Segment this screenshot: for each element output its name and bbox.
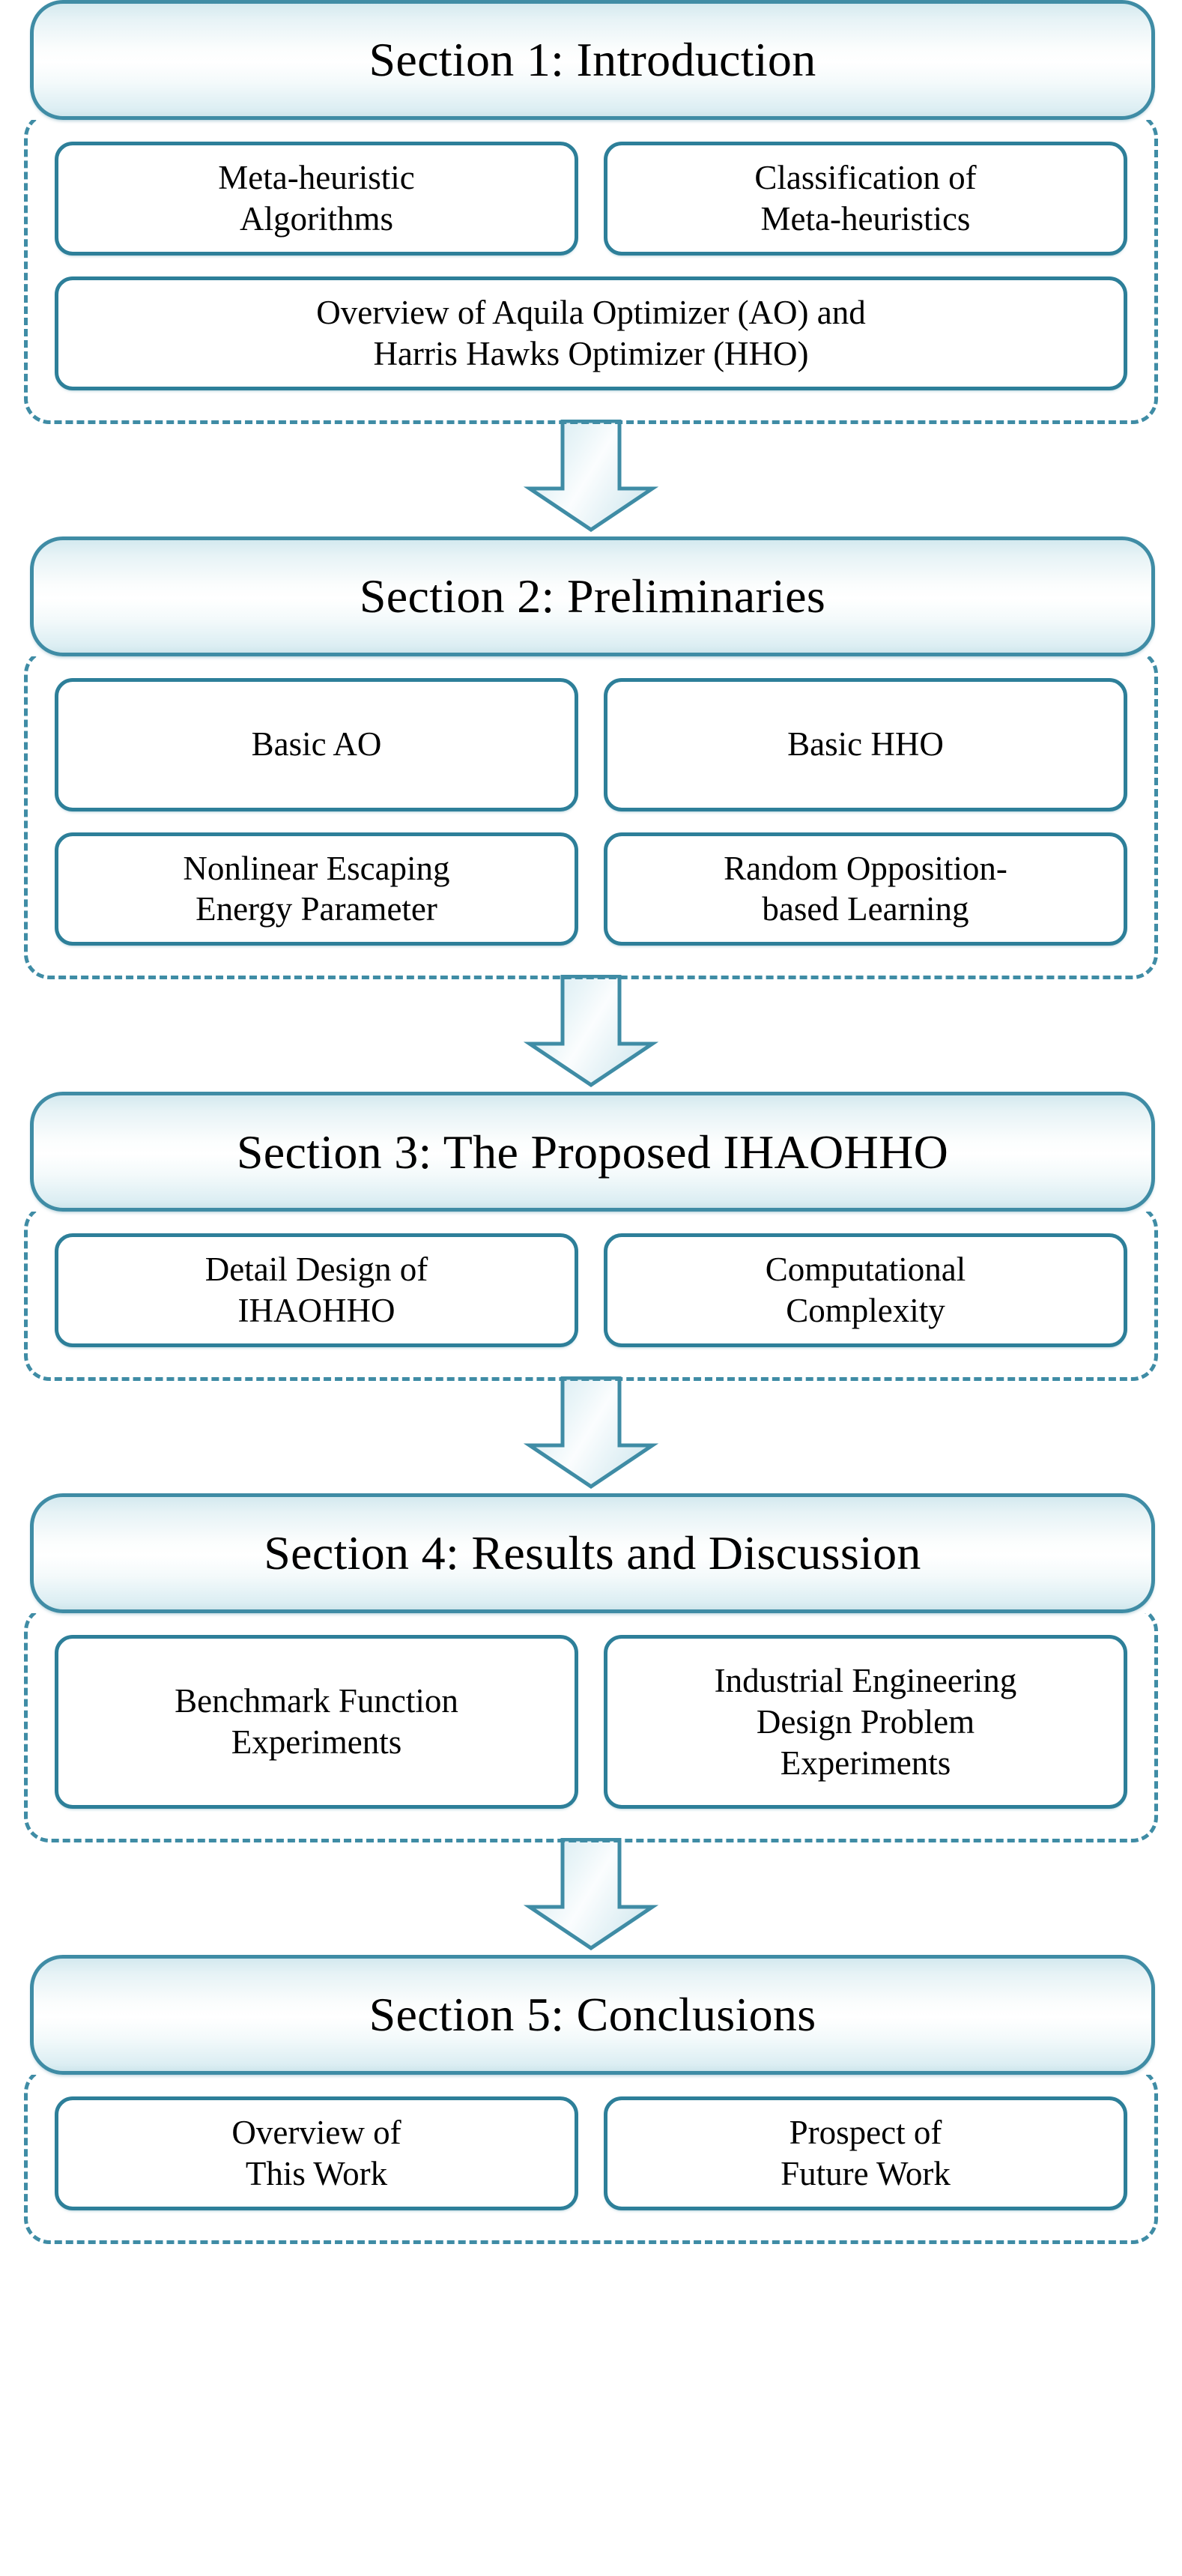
section-2-block: Section 2: Preliminaries Basic AO Basic … <box>0 536 1182 980</box>
section-2-header: Section 2: Preliminaries <box>30 536 1155 656</box>
section-3-block: Section 3: The Proposed IHAOHHO Detail D… <box>0 1092 1182 1382</box>
section-4-block: Section 4: Results and Discussion Benchm… <box>0 1493 1182 1843</box>
topic-label: Random Opposition-based Learning <box>724 849 1007 928</box>
section-1-header: Section 1: Introduction <box>30 0 1155 120</box>
section-3-header: Section 3: The Proposed IHAOHHO <box>30 1092 1155 1212</box>
topic-random-opposition-based-learning[interactable]: Random Opposition-based Learning <box>604 832 1127 946</box>
section-2-title: Section 2: Preliminaries <box>359 569 826 623</box>
down-arrow-icon <box>524 1376 658 1490</box>
connector-section-1-to-2 <box>0 419 1182 536</box>
connector-section-4-to-5 <box>0 1838 1182 1955</box>
topic-basic-ao[interactable]: Basic AO <box>55 677 578 811</box>
section-5-title: Section 5: Conclusions <box>369 1988 816 2042</box>
section-2-row-1: Basic AO Basic HHO <box>55 677 1127 811</box>
section-4-title: Section 4: Results and Discussion <box>264 1526 921 1580</box>
connector-section-2-to-3 <box>0 975 1182 1092</box>
down-arrow-icon <box>524 419 658 532</box>
section-3-title: Section 3: The Proposed IHAOHHO <box>236 1125 949 1179</box>
down-arrow-icon <box>524 975 658 1088</box>
section-5-header: Section 5: Conclusions <box>30 1955 1155 2075</box>
down-arrow-icon <box>524 1838 658 1951</box>
topic-label: Basic HHO <box>787 725 944 764</box>
topic-basic-hho[interactable]: Basic HHO <box>604 677 1127 811</box>
section-4-header: Section 4: Results and Discussion <box>30 1493 1155 1614</box>
connector-section-3-to-4 <box>0 1376 1182 1493</box>
topic-label: Basic AO <box>251 725 382 764</box>
section-1-title: Section 1: Introduction <box>369 33 816 87</box>
